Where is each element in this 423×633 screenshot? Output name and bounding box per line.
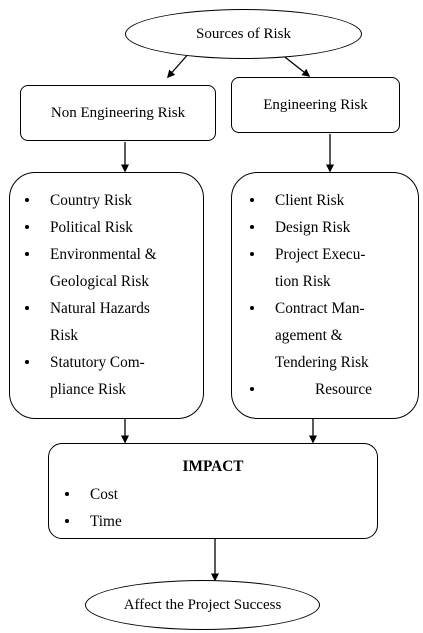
non-engineering-risk-label: Non Engineering Risk	[50, 104, 186, 121]
list-item: agement &	[275, 327, 343, 344]
list-item: Country Risk	[20, 187, 195, 214]
non-engineering-risk-list: Country Risk Political Risk Environmenta…	[20, 187, 195, 403]
list-item: Risk	[50, 327, 79, 344]
project-success-node: Affect the Project Success	[85, 580, 320, 630]
impact-box	[48, 443, 378, 539]
project-success-label: Affect the Project Success	[123, 596, 282, 613]
list-item: Cost	[60, 481, 260, 508]
list-item: Resource	[245, 376, 405, 403]
list-item: Environmental &	[20, 241, 195, 268]
list-item: Project Execu-	[245, 241, 405, 268]
list-item: pliance Risk	[50, 381, 127, 398]
list-item: Time	[60, 508, 260, 535]
non-engineering-risk-node: Non Engineering Risk	[20, 85, 216, 141]
list-item: Natural Hazards	[20, 295, 195, 322]
list-item: Statutory Com-	[20, 349, 195, 376]
engineering-risk-label: Engineering Risk	[263, 96, 368, 113]
sources-of-risk-label: Sources of Risk	[196, 25, 291, 42]
list-item: tion Risk	[275, 273, 331, 290]
non-engineering-risk-list-box	[9, 172, 204, 419]
engineering-risk-list: Client Risk Design Risk Project Execu- t…	[245, 187, 405, 403]
impact-list: Cost Time	[60, 481, 260, 535]
list-item: Design Risk	[245, 214, 405, 241]
list-item: Tendering Risk	[275, 354, 369, 371]
engineering-risk-node: Engineering Risk	[231, 77, 400, 133]
list-item: Geological Risk	[50, 273, 149, 290]
list-item: Political Risk	[20, 214, 195, 241]
sources-of-risk-node: Sources of Risk	[125, 9, 362, 59]
impact-title: IMPACT	[182, 458, 244, 475]
list-item: Client Risk	[245, 187, 405, 214]
list-item: Contract Man-	[245, 295, 405, 322]
engineering-risk-list-box	[231, 172, 419, 419]
